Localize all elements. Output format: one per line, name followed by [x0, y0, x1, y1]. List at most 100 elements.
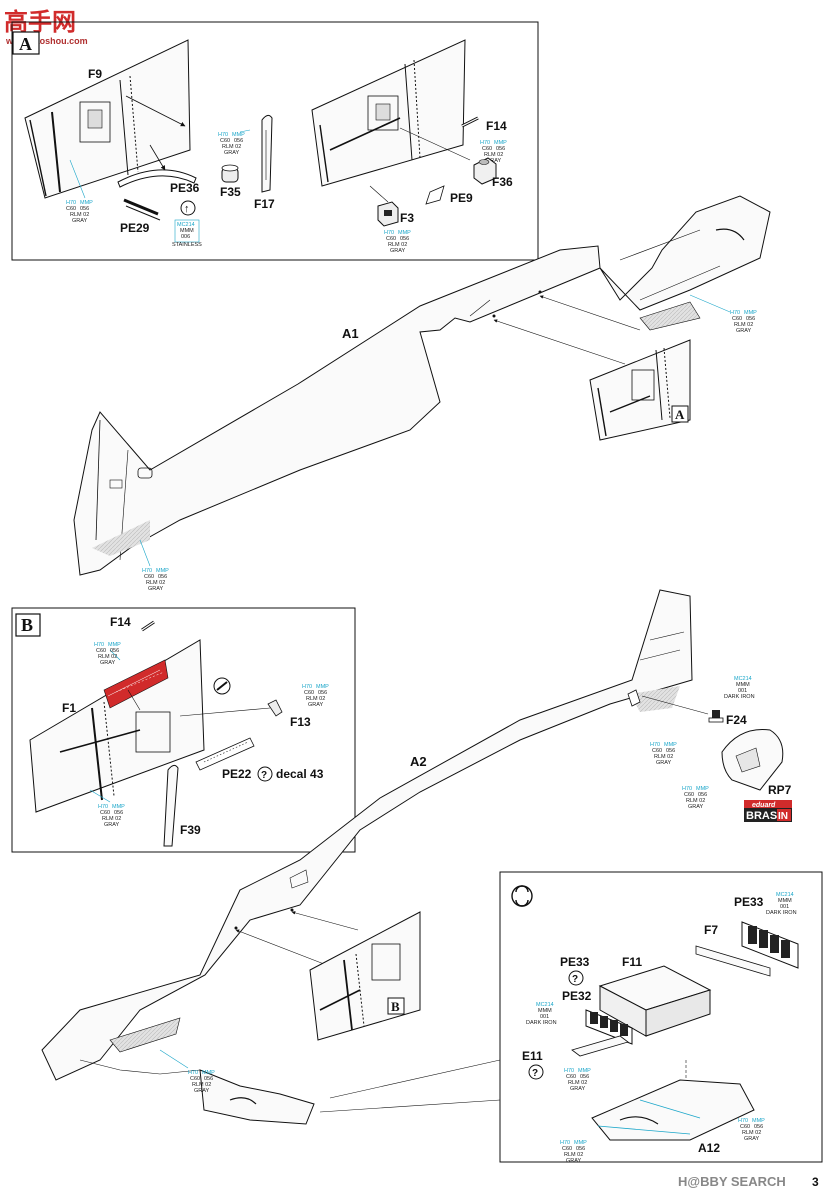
svg-text:MMM: MMM — [778, 898, 792, 904]
svg-text:RLM 02: RLM 02 — [146, 580, 165, 586]
color-callout-rlm02-f3: H70 MMP C60 056 RLM 02 GRAY — [560, 1140, 587, 1164]
svg-text:GRAY: GRAY — [486, 158, 502, 164]
svg-text:MMP: MMP — [578, 1068, 591, 1074]
label-pe33-b: PE33 — [560, 955, 590, 969]
cockpit-insert-b-drawing — [309, 911, 421, 1041]
fuselage-half-a2-drawing — [41, 589, 693, 1125]
part-f14-drawing-a — [461, 116, 479, 128]
color-callout-iron-c2: MC214 MMM 001 DARK IRON — [526, 1002, 557, 1026]
svg-text:GRAY: GRAY — [148, 586, 164, 592]
panel-a: A F9 F17 F35 PE36 — [11, 21, 539, 261]
part-f24-drawing — [641, 695, 724, 723]
cockpit-wall-b-drawing — [29, 639, 205, 813]
part-rp7-drawing — [721, 728, 784, 791]
part-pe9-drawing — [425, 185, 445, 205]
part-f39-drawing — [163, 764, 179, 847]
svg-text:MMP: MMP — [108, 642, 121, 648]
svg-text:C60: C60 — [652, 748, 662, 754]
part-pe29-drawing — [123, 198, 161, 221]
part-pe32-grille — [585, 1009, 633, 1045]
svg-text:MMP: MMP — [232, 132, 245, 138]
part-e11-drawing — [571, 1035, 629, 1057]
svg-text:056: 056 — [576, 1146, 585, 1152]
svg-text:C60: C60 — [144, 574, 154, 580]
svg-text:eduard: eduard — [752, 802, 776, 809]
color-callout-stainless: MC214 MMM 006 STAINLESS — [172, 219, 202, 248]
detail-circle-drawing — [213, 677, 231, 695]
svg-text:001: 001 — [738, 688, 747, 694]
label-a1: A1 — [342, 326, 359, 341]
label-f35: F35 — [220, 185, 241, 199]
svg-text:056: 056 — [204, 1076, 213, 1082]
svg-text:H70: H70 — [738, 1118, 748, 1124]
svg-text:MC214: MC214 — [776, 892, 794, 898]
svg-text:C60: C60 — [190, 1076, 200, 1082]
hobbysearch-watermark: H@BBY SEARCH — [678, 1174, 786, 1189]
label-e11: E11 — [522, 1049, 543, 1063]
label-f11: F11 — [622, 955, 642, 969]
part-f36-drawing — [473, 157, 497, 185]
ref-box-b: B — [387, 997, 405, 1015]
svg-text:056: 056 — [666, 748, 675, 754]
svg-text:GRAY: GRAY — [736, 328, 752, 334]
svg-text:H70: H70 — [560, 1140, 570, 1146]
cockpit-wall-right-drawing — [311, 39, 471, 187]
svg-text:RLM 02: RLM 02 — [734, 322, 753, 328]
svg-text:DARK IRON: DARK IRON — [724, 694, 755, 700]
svg-text:056: 056 — [698, 792, 707, 798]
svg-text:STAINLESS: STAINLESS — [172, 242, 202, 248]
color-callout-rlm02-e1: H70 MMP C60 056 RLM 02 GRAY — [650, 742, 677, 766]
svg-text:MMM: MMM — [538, 1008, 552, 1014]
color-callout-iron-c1: MC214 MMM 001 DARK IRON — [766, 892, 797, 916]
part-f35-drawing — [221, 164, 239, 183]
svg-text:H70: H70 — [94, 642, 104, 648]
svg-text:GRAY: GRAY — [194, 1088, 210, 1094]
svg-text:GRAY: GRAY — [570, 1086, 586, 1092]
svg-text:RLM 02: RLM 02 — [102, 816, 121, 822]
svg-text:GRAY: GRAY — [100, 660, 116, 666]
svg-text:B: B — [391, 999, 400, 1014]
svg-text:RLM 02: RLM 02 — [222, 144, 241, 150]
label-a12: A12 — [698, 1141, 720, 1155]
svg-text:006: 006 — [181, 234, 190, 240]
part-f3-drawing — [369, 185, 399, 227]
ref-box-a: A — [671, 405, 689, 423]
svg-text:001: 001 — [780, 904, 789, 910]
svg-text:GRAY: GRAY — [744, 1136, 760, 1142]
svg-text:H70: H70 — [98, 804, 108, 810]
svg-text:C60: C60 — [386, 236, 396, 242]
svg-text:?: ? — [261, 770, 267, 781]
svg-text:IN: IN — [778, 811, 788, 822]
svg-text:RLM 02: RLM 02 — [306, 696, 325, 702]
color-callout-rlm02-b2: H70 MMP C60 056 RLM 02 GRAY — [139, 539, 169, 592]
rotate-icon — [511, 885, 533, 907]
svg-text:RLM 02: RLM 02 — [388, 242, 407, 248]
svg-text:H70: H70 — [188, 1070, 198, 1076]
svg-text:C60: C60 — [566, 1074, 576, 1080]
part-f14-drawing-b — [141, 620, 155, 632]
color-callout-rlm02-c2: H70 MMP C60 056 RLM 02 GRAY — [302, 684, 329, 708]
color-callout-rlm02-f2: H70 MMP C60 056 RLM 02 GRAY — [738, 1118, 765, 1142]
svg-text:H70: H70 — [384, 230, 394, 236]
svg-text:056: 056 — [234, 138, 243, 144]
label-f14-a: F14 — [486, 119, 507, 133]
svg-text:001: 001 — [540, 1014, 549, 1020]
svg-text:RLM 02: RLM 02 — [564, 1152, 583, 1158]
panel-b: B F1 F14 H70 MMP C60 056 RLM 02 GRAY — [11, 607, 356, 853]
svg-text:MMP: MMP — [752, 1118, 765, 1124]
part-pe36-drawing — [117, 144, 197, 188]
svg-text:H70: H70 — [480, 140, 490, 146]
svg-text:056: 056 — [400, 236, 409, 242]
svg-text:056: 056 — [158, 574, 167, 580]
svg-text:C60: C60 — [684, 792, 694, 798]
svg-text:C60: C60 — [220, 138, 230, 144]
svg-text:MMP: MMP — [494, 140, 507, 146]
part-f11-drawing — [598, 965, 712, 1115]
up-arrow-icon: ↑ — [180, 200, 196, 216]
svg-text:GRAY: GRAY — [104, 822, 120, 828]
watermark-url: www.gaoshou.com — [5, 36, 88, 46]
svg-text:RLM 02: RLM 02 — [654, 754, 673, 760]
optional-icon-e11: ? — [528, 1064, 544, 1080]
color-callout-rlm02-e2: H70 MMP C60 056 RLM 02 GRAY — [682, 786, 709, 810]
